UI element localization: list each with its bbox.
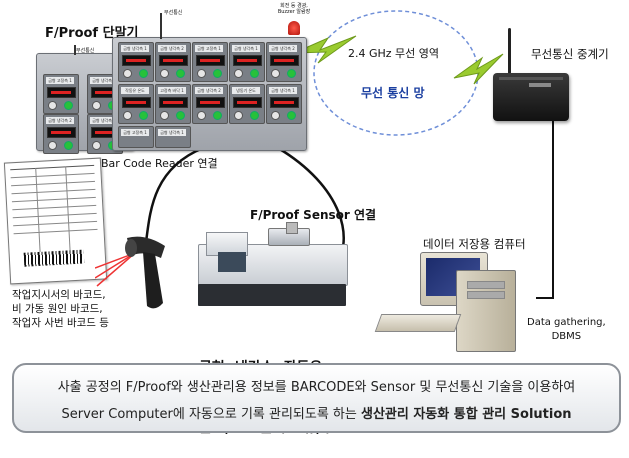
panel-wireless-tag: 무선통신 xyxy=(76,48,95,54)
keyboard xyxy=(374,314,462,332)
injection-molding-machine xyxy=(198,222,348,312)
terminal-panel-front: 금형 냉각측 1 금형 냉각측 2 금형 고정측 1 금형 냉각측 1 금형 냉… xyxy=(112,37,307,151)
relay-antenna-icon xyxy=(508,28,511,74)
barcode-scanner xyxy=(95,236,165,309)
barcode-list: 작업지시서의 바코드, 비 가동 원인 바코드, 작업자 사번 바코드 등 xyxy=(12,289,109,329)
antenna-icon xyxy=(160,13,162,39)
antenna-icon xyxy=(74,45,76,55)
wireless-network-zone xyxy=(313,10,479,136)
wireless-relay-device xyxy=(493,73,569,121)
relay-cable xyxy=(536,120,554,299)
data-storage-computer-label: 데이터 저장용 컴퓨터 xyxy=(423,237,526,251)
work-order-sheet xyxy=(3,157,108,285)
wireless-signal-icon xyxy=(453,53,504,85)
warning-lamp-icon xyxy=(288,21,300,35)
banner-line-2: Server Computer에 자동으로 기록 관리되도록 하는 생산관리 자… xyxy=(61,407,572,422)
pc-tower xyxy=(456,270,516,352)
sensor-connection-label: F/Proof Sensor 연결 xyxy=(250,208,377,222)
summary-banner: 사출 공정의 F/Proof와 생산관리용 정보를 BARCODE와 Senso… xyxy=(12,363,621,433)
wireless-zone-label: 2.4 GHz 무선 영역 xyxy=(348,47,440,60)
data-gathering-label: Data gathering, DBMS xyxy=(527,317,606,342)
barcode-icon xyxy=(23,249,85,267)
wireless-signal-icon xyxy=(293,35,357,64)
banner-line-1: 사출 공정의 F/Proof와 생산관리용 정보를 BARCODE와 Senso… xyxy=(57,380,576,395)
wireless-relay-label: 무선통신 중계기 xyxy=(531,47,609,61)
panel-wireless-tag: 무선통신 xyxy=(164,10,183,16)
wireless-network-label: 무선 통신 망 xyxy=(361,86,425,100)
buzzer-tag: 회전 등 경광, Buzzer 알람장 xyxy=(277,3,311,15)
data-storage-computer xyxy=(374,252,538,352)
fproof-terminal: 금형 고정측 1 금형 냉각측 1 금형 냉각측 2 금형 냉각측 3 금형 냉… xyxy=(36,3,310,154)
barcode-reader-label: Bar Code Reader 연결 xyxy=(101,157,218,170)
